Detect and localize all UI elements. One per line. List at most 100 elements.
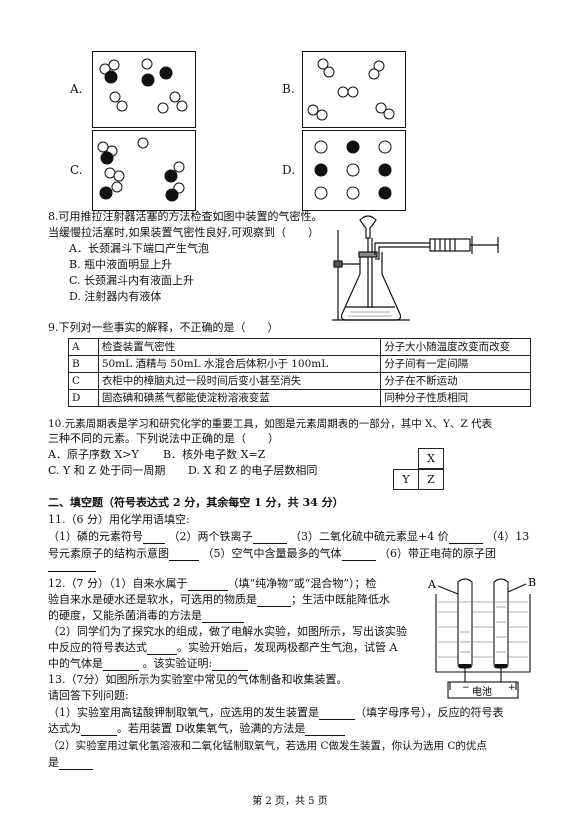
q9-row-a-fact: 检查装置气密性 xyxy=(97,338,382,356)
q9-row-d-letter: D xyxy=(68,389,99,407)
q13-line1: 13.（7分）如图所示为实验室中常见的气体制备和收集装置。 xyxy=(48,673,348,686)
q13-line3-text: （1）实验室用高锰酸钾制取氧气，应选用的发生装置是 xyxy=(48,706,319,719)
q13-line3-text-b: （填字母序号），反应的符号表 xyxy=(355,706,504,719)
q9-row-a-letter: A xyxy=(68,338,99,356)
q9-row-a-explanation: 分子大小随温度改变而改变 xyxy=(380,338,531,356)
q12-line5: 中反应的符号表达式 。实验开始后，发现两极都产生气泡，试管 A xyxy=(48,641,397,655)
q12-line6-text: 中的气体是 xyxy=(48,657,103,670)
section-2-heading: 二、填空题（符号表达式 2 分，其余每空 1 分，共 34 分） xyxy=(48,496,344,509)
q11-part2: （2）两个铁离子 xyxy=(168,530,253,543)
q12-line6: 中的气体是 。该实验证明: xyxy=(48,657,249,671)
particle-diagram-b xyxy=(307,58,395,121)
q12-line6-text-b: 。该实验证明: xyxy=(142,657,213,670)
q12-line1-text: 12.（7 分）（1）自来水属于 xyxy=(48,577,188,590)
q9-row-b-fact: 50mL 酒精与 50mL 水混合后体积小于 100mL xyxy=(97,355,382,373)
option-c-label: C. xyxy=(70,163,83,177)
battery-label: 电池 xyxy=(472,685,492,698)
q12-line1: 12.（7 分）（1）自来水属于 （填“纯净物”或“混合物”）；检 xyxy=(48,577,377,591)
q10-option-d: D. X 和 Z 的电子层数相同 xyxy=(188,464,318,477)
q10-option-a: A．原子序数 X>Y xyxy=(48,448,139,461)
q11-line3: 号元素原子的结构示意图 （5）空气中含量最多的气体 （6）带正电荷的原子团 xyxy=(48,547,496,561)
q10-line1: 10.元素周期表是学习和研究化学的重要工具，如图是元素周期表的一部分，其中 X、… xyxy=(48,418,493,430)
answer-blank[interactable] xyxy=(448,532,483,544)
q13-line2: 请回答下列问题: xyxy=(48,689,129,702)
answer-blank[interactable] xyxy=(48,560,96,572)
option-c-box xyxy=(92,130,196,211)
q13-line6-text: 是 xyxy=(48,756,59,769)
q11-line2: （1）磷的元素符号 （2）两个铁离子 （3）二氧化硫中硫元素显+4 价 （4）1… xyxy=(48,530,529,544)
q13-line3: （1）实验室用高锰酸钾制取氧气，应选用的发生装置是 （填字母序号），反应的符号表 xyxy=(48,706,504,720)
particle-diagram-d xyxy=(314,140,392,200)
q11-part5: （5）空气中含量最多的气体 xyxy=(202,547,342,560)
q13-line5: （2）实验室用过氧化氢溶液和二氧化锰制取氧气，若选用 C做发生装置，你认为选用 … xyxy=(48,740,487,752)
q8-line1: 8.可用推拉注射器活塞的方法检查如图中装置的气密性。 xyxy=(48,210,323,223)
q9-table: A 检查装置气密性 分子大小随温度改变而改变 B 50mL 酒精与 50mL 水… xyxy=(68,338,531,407)
q11-part4: （4）13 xyxy=(486,530,530,543)
q8-option-d: D. 注射器内有液体 xyxy=(69,290,162,303)
particle-diagram-c xyxy=(97,137,185,202)
q9-row-c-letter: C xyxy=(68,372,99,390)
q10-option-b: B．核外电子数 X=Z xyxy=(163,448,266,461)
answer-blank[interactable] xyxy=(252,532,287,544)
answer-blank[interactable] xyxy=(257,595,291,607)
answer-blank[interactable] xyxy=(169,549,199,561)
answer-blank[interactable] xyxy=(143,532,165,544)
q11-part3: （3）二氧化硫中硫元素显+4 价 xyxy=(290,530,449,543)
answer-blank[interactable] xyxy=(319,708,355,720)
q11-part6: （6）带正电荷的原子团 xyxy=(379,547,496,560)
q12-line5-text: 中反应的符号表达式 xyxy=(48,641,147,654)
table-row: B 50mL 酒精与 50mL 水混合后体积小于 100mL 分子间有一定间隔 xyxy=(68,355,531,373)
q8-line2: 当缓慢拉活塞时,如果装置气密性良好,可观察到（ ） xyxy=(48,226,319,239)
q9-row-b-letter: B xyxy=(68,355,99,373)
q9-row-d-fact: 固态碘和碘蒸气都能使淀粉溶液变蓝 xyxy=(97,389,382,407)
page-footer: 第 2 页，共 5 页 xyxy=(252,796,328,807)
table-row: A 检查装置气密性 分子大小随温度改变而改变 xyxy=(68,338,531,356)
q12-line4: （2）同学们为了探究水的组成，做了电解水实验，如图所示，写出该实验 xyxy=(48,625,407,638)
tube-a-label: A xyxy=(428,578,437,591)
q12-line1-text-b: （填“纯净物”或“混合物”）；检 xyxy=(227,577,377,590)
q11-part1: （1）磷的元素符号 xyxy=(48,530,143,543)
electrolysis-apparatus-diagram: A B 电池 − + xyxy=(428,576,536,699)
svg-text:+: + xyxy=(508,683,516,693)
q12-line2: 验自来水是硬水还是软水，可选用的物质是 ；生活中既能降低水 xyxy=(48,593,390,607)
q9-row-c-explanation: 分子在不断运动 xyxy=(380,372,531,390)
q9-row-c-fact: 衣柜中的樟脑丸过一段时间后变小甚至消失 xyxy=(97,372,382,390)
table-row: D 固态碘和碘蒸气都能使淀粉溶液变蓝 同种分子性质相同 xyxy=(68,389,531,407)
q10-line2: 三种不同的元素。下列说法中正确的是（ ） xyxy=(48,432,279,445)
option-d-box xyxy=(302,130,406,211)
particle-diagram-a xyxy=(99,58,188,114)
q12-line3: 的硬度，又能杀菌消毒的方法是 xyxy=(48,609,244,623)
option-d-label: D. xyxy=(282,163,296,177)
answer-blank[interactable] xyxy=(147,643,177,655)
answer-blank[interactable] xyxy=(212,659,249,671)
periodic-cell-x: X xyxy=(418,448,444,469)
q10-option-c: C. Y 和 Z 处于同一周期 xyxy=(48,464,166,477)
answer-blank[interactable] xyxy=(202,611,244,623)
answer-blank[interactable] xyxy=(59,758,93,770)
option-a-box xyxy=(92,51,196,128)
svg-text:−: − xyxy=(462,683,470,693)
q12-line2-text-b: ；生活中既能降低水 xyxy=(291,593,390,606)
q8-option-a: A．长颈漏斗下端口产生气泡 xyxy=(69,242,209,255)
option-a-label: A. xyxy=(70,82,83,96)
periodic-cell-y: Y xyxy=(393,469,419,490)
option-b-label: B. xyxy=(282,82,295,96)
q12-line5-text-b: 。实验开始后，发现两极都产生气泡，试管 A xyxy=(177,641,398,654)
periodic-cell-z: Z xyxy=(418,469,444,490)
q13-line6: 是 xyxy=(48,756,93,770)
answer-blank[interactable] xyxy=(81,724,117,736)
q12-line3-text: 的硬度，又能杀菌消毒的方法是 xyxy=(48,609,202,622)
tube-b-label: B xyxy=(528,576,536,589)
syringe-apparatus-diagram xyxy=(332,215,499,321)
q13-line4: 达式为 。若用装置 D收集氧气，验满的方法是 xyxy=(48,722,346,736)
q9-row-d-explanation: 同种分子性质相同 xyxy=(380,389,531,407)
answer-blank[interactable] xyxy=(305,724,346,736)
answer-blank[interactable] xyxy=(341,549,376,561)
answer-blank[interactable] xyxy=(103,659,139,671)
q13-line4-text-b: 。若用装置 D收集氧气，验满的方法是 xyxy=(117,722,306,735)
q12-line2-text: 验自来水是硬水还是软水，可选用的物质是 xyxy=(48,593,257,606)
answer-blank[interactable] xyxy=(187,579,228,591)
q11-line1: 11.（6 分）用化学用语填空: xyxy=(48,513,190,526)
q13-line4-text: 达式为 xyxy=(48,722,81,735)
q8-option-b: B. 瓶中液面明显上升 xyxy=(69,258,173,271)
